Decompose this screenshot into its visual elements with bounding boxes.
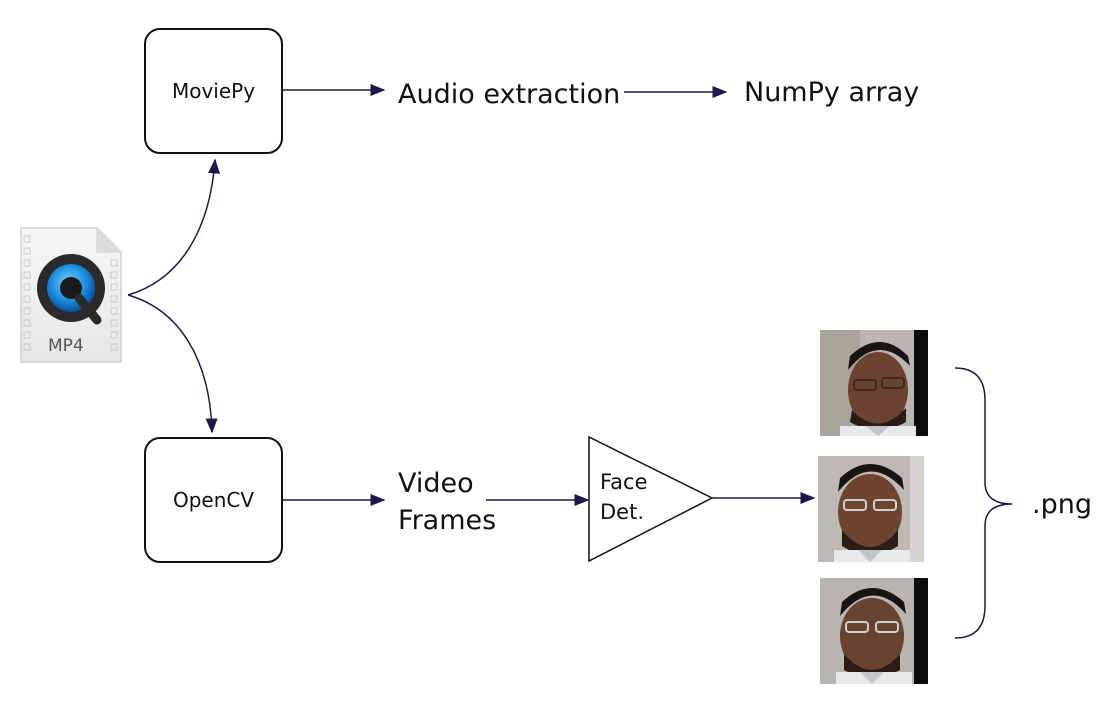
face-photo-1 (820, 330, 928, 436)
face-photo-3 (820, 578, 928, 684)
opencv-node: OpenCV (144, 437, 283, 563)
right-brace (954, 367, 1013, 639)
moviepy-node: MoviePy (144, 28, 283, 154)
numpy-array-label: NumPy array (744, 77, 920, 108)
mp4-file-label: MP4 (48, 336, 84, 356)
face-det-label: Face Det. (600, 467, 648, 527)
opencv-label: OpenCV (172, 488, 255, 512)
png-output-label: .png (1032, 489, 1092, 520)
arrow-mp4-to-moviepy (127, 158, 221, 296)
video-frames-line-2: Frames (398, 505, 497, 536)
moviepy-label: MoviePy (171, 79, 256, 103)
face-photo-2 (818, 456, 924, 562)
arrow-mp4-to-opencv (127, 294, 218, 434)
audio-extraction-label: Audio extraction (398, 79, 621, 110)
video-frames-line-1: Video (398, 468, 474, 499)
face-det-line-1: Face (600, 470, 648, 494)
video-frames-label: Video Frames (398, 465, 496, 539)
face-detector-triangle (588, 435, 714, 563)
mp4-file-icon (17, 226, 125, 364)
face-det-line-2: Det. (600, 500, 644, 524)
